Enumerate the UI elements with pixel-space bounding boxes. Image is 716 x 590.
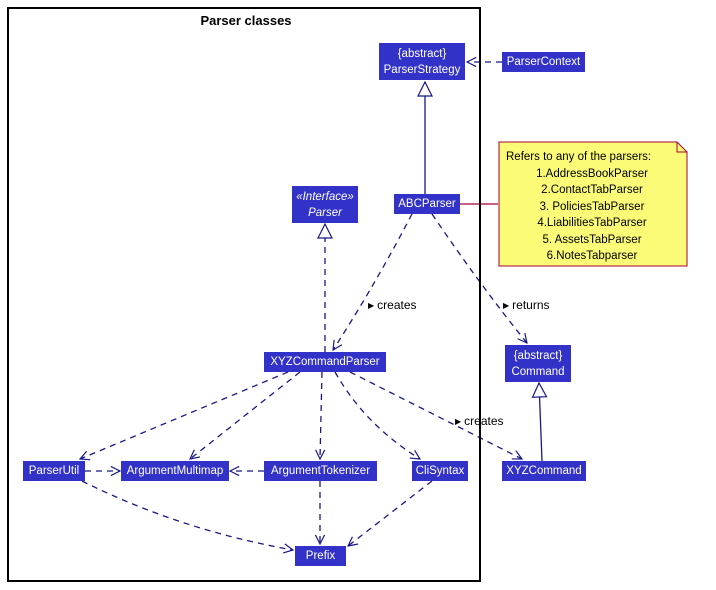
- parser-context-class[interactable]: ParserContext: [502, 52, 585, 72]
- argument-tokenizer-class[interactable]: ArgumentTokenizer: [264, 461, 377, 481]
- note-item: 3. PoliciesTabParser: [539, 200, 645, 213]
- class-name: ParserStrategy: [383, 63, 461, 76]
- direction-triangle-icon: ▶: [455, 417, 462, 426]
- parser-strategy-class[interactable]: {abstract} ParserStrategy: [379, 43, 465, 80]
- parsers-note: Refers to any of the parsers: 1.AddressB…: [498, 141, 688, 267]
- note-item: 6.NotesTabparser: [546, 250, 638, 262]
- edge-xyzparser-uses-clisyntax: [334, 371, 420, 459]
- direction-triangle-icon: ▶: [503, 301, 510, 310]
- class-name: Command: [511, 365, 565, 378]
- edge-clisyntax-uses-prefix: [348, 480, 433, 546]
- interface-name: Parser: [308, 206, 342, 219]
- edge-xyzparser-uses-tokenizer: [320, 371, 322, 459]
- class-name: XYZCommand: [506, 465, 582, 477]
- creates-label: ▶creates: [455, 414, 504, 428]
- parser-interface[interactable]: «Interface» Parser: [292, 186, 358, 223]
- class-name: ArgumentTokenizer: [270, 465, 371, 477]
- parser-classes-package: Parser classes: [7, 7, 481, 582]
- edge-parserutil-uses-prefix: [81, 480, 293, 550]
- returns-label: ▶returns: [503, 298, 550, 312]
- package-title: Parser classes: [200, 13, 292, 28]
- edge-xyzparser-uses-multimap: [190, 371, 301, 459]
- parser-util-class[interactable]: ParserUtil: [23, 461, 85, 481]
- interface-stereotype: «Interface»: [296, 190, 354, 203]
- edge-abcparser-creates-xyzparser: [333, 213, 413, 350]
- abstract-stereotype: {abstract}: [397, 47, 447, 60]
- edge-xyzparser-uses-parserutil: [80, 371, 289, 459]
- note-item: 2.ContactTabParser: [541, 184, 643, 196]
- command-class[interactable]: {abstract} Command: [505, 345, 571, 382]
- class-name: CliSyntax: [415, 465, 465, 477]
- note-text: Refers to any of the parsers: 1.AddressB…: [498, 149, 686, 265]
- edge-xyzcommand-extends-command: [539, 383, 542, 462]
- class-name: ABCParser: [398, 198, 456, 210]
- prefix-class[interactable]: Prefix: [295, 546, 346, 566]
- abstract-stereotype: {abstract}: [513, 349, 563, 362]
- note-heading: Refers to any of the parsers:: [506, 151, 652, 163]
- class-name: Prefix: [305, 550, 336, 562]
- xyz-command-parser-class[interactable]: XYZCommandParser: [264, 352, 386, 372]
- abc-parser-class[interactable]: ABCParser: [394, 194, 460, 214]
- direction-triangle-icon: ▶: [368, 301, 375, 310]
- xyz-command-class[interactable]: XYZCommand: [502, 461, 586, 481]
- creates-label: ▶creates: [368, 298, 417, 312]
- note-item: 1.AddressBookParser: [536, 167, 648, 180]
- class-name: XYZCommandParser: [270, 356, 380, 368]
- class-name: ParserContext: [506, 56, 581, 68]
- class-name: ParserUtil: [28, 465, 80, 477]
- note-item: 5. AssetsTabParser: [542, 233, 642, 246]
- class-name: ArgumentMultimap: [126, 465, 224, 477]
- argument-multimap-class[interactable]: ArgumentMultimap: [121, 461, 229, 481]
- note-item: 4.LiabilitiesTabParser: [537, 217, 647, 229]
- cli-syntax-class[interactable]: CliSyntax: [412, 461, 468, 481]
- note-shape: [498, 141, 688, 267]
